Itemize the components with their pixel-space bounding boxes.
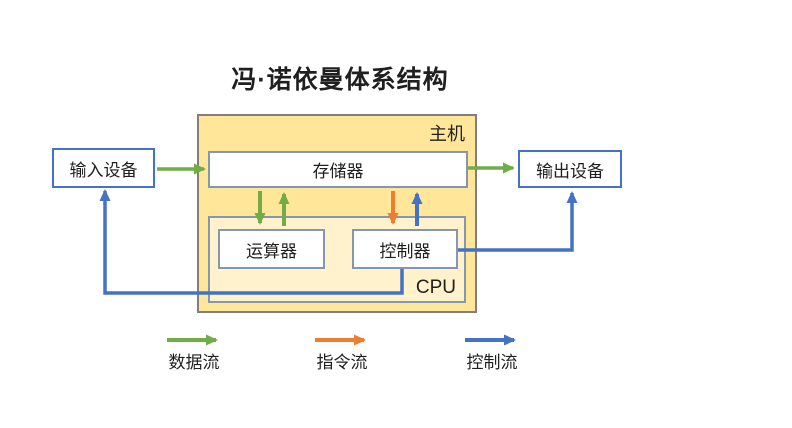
diagram-title: 冯·诺依曼体系结构 <box>231 66 449 94</box>
legend-item-data-flow: 数据流 <box>159 334 229 373</box>
legend-label-data-flow: 数据流 <box>168 353 220 372</box>
output-device-box: 输出设备 <box>518 150 622 188</box>
control-unit-label: 控制器 <box>379 241 431 261</box>
control-flow-arrow-icon <box>465 334 516 346</box>
instruction-flow-arrow-icon <box>315 334 366 346</box>
memory-box: 存储器 <box>208 151 468 188</box>
arithmetic-unit-label: 运算器 <box>246 241 297 261</box>
data-flow-arrow-icon <box>167 334 218 346</box>
output-device-label: 输出设备 <box>536 161 604 181</box>
cpu-label: CPU <box>415 277 456 298</box>
host-label: 主机 <box>429 124 465 144</box>
legend-item-instruction-flow: 指令流 <box>307 334 377 373</box>
input-device-box: 输入设备 <box>52 148 155 188</box>
arithmetic-unit-box: 运算器 <box>218 229 325 269</box>
control-unit-box: 控制器 <box>352 229 458 269</box>
legend-label-instruction-flow: 指令流 <box>316 353 368 372</box>
legend-item-control-flow: 控制流 <box>457 334 527 373</box>
legend-label-control-flow: 控制流 <box>466 353 518 372</box>
input-device-label: 输入设备 <box>69 160 138 180</box>
memory-label: 存储器 <box>312 162 364 181</box>
